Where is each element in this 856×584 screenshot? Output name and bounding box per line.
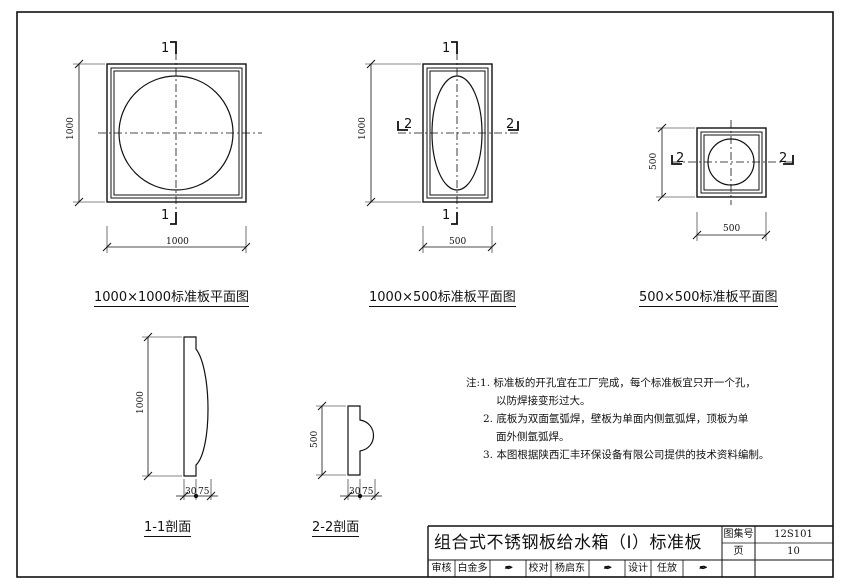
title-block-grid [427, 525, 833, 577]
plan-1000x1000-drawing [73, 41, 262, 253]
note-number: 2. [483, 413, 494, 425]
checker-signature: ✒︎ [602, 563, 612, 574]
section-mark-2-left: 2 [404, 117, 412, 132]
atlas-number: 12S101 [774, 529, 813, 540]
note-2-line-2: 面外侧氩弧焊。 [466, 428, 796, 446]
page-label: 页 [733, 546, 744, 557]
section-mark-1-bottom: 1 [161, 208, 169, 223]
note-text: 以防焊接变形过大。 [496, 395, 591, 407]
section-mark-1-bottom: 1 [442, 208, 450, 223]
note-text: 面外侧氩弧焊。 [496, 431, 570, 443]
dim-30: 30 [185, 487, 197, 497]
designer-name: 任放 [657, 563, 677, 574]
plan-1000x500-drawing [365, 41, 519, 253]
plan-caption-1000x500: 1000×500标准板平面图 [369, 286, 516, 307]
design-label: 设计 [628, 563, 648, 574]
section-caption-2-2: 2-2剖面 [312, 516, 360, 537]
section-mark-2-left: 2 [676, 151, 684, 166]
note-2-line-1: 2. 底板为双面氩弧焊，壁板为单面内侧氩弧焊，顶板为单 [466, 410, 796, 428]
note-1-line-1: 注:1. 标准板的开孔宜在工厂完成，每个标准板宜只开一个孔， [466, 374, 796, 392]
title-block: 组合式不锈钢板给水箱（Ⅰ）标准板 图集号 12S101 页 10 审核 白金多 … [428, 526, 832, 576]
section-mark-1-top: 1 [442, 41, 450, 56]
sheet-border [16, 11, 834, 578]
section-caption-1-1: 1-1剖面 [144, 516, 192, 537]
section-mark-2-right: 2 [506, 117, 514, 132]
section-mark-2-right: 2 [779, 151, 787, 166]
dim-height-1000: 1000 [358, 117, 368, 140]
dim-width-1000: 1000 [166, 237, 189, 247]
dim-75: 75 [362, 487, 374, 497]
plan-500x500-drawing [656, 120, 794, 241]
designer-signature: ✒︎ [698, 563, 707, 574]
page-number: 10 [787, 546, 800, 557]
drawing-title: 组合式不锈钢板给水箱（Ⅰ）标准板 [434, 533, 703, 553]
dim-height-1000: 1000 [136, 391, 146, 414]
plan-caption-500x500: 500×500标准板平面图 [639, 286, 778, 307]
dim-30: 30 [349, 487, 361, 497]
reviewer-name: 白金多 [457, 563, 488, 574]
note-text: 本图根据陕西汇丰环保设备有限公司提供的技术资料编制。 [496, 449, 770, 461]
review-label: 审核 [431, 563, 452, 574]
caption-text: 1000×1000标准板平面图 [94, 290, 250, 307]
notes-prefix: 注: [466, 377, 481, 389]
caption-text: 2-2剖面 [312, 520, 360, 537]
section-2-2-drawing [316, 401, 382, 501]
checker-name: 杨启东 [555, 563, 585, 574]
reviewer-signature: ✒︎ [503, 563, 513, 574]
note-1-line-2: 以防焊接变形过大。 [466, 392, 796, 410]
note-number: 1. [480, 377, 491, 389]
dim-height-500: 500 [310, 431, 320, 448]
plan-caption-1000x1000: 1000×1000标准板平面图 [94, 286, 250, 307]
dim-width-500: 500 [449, 237, 466, 247]
notes-block: 注:1. 标准板的开孔宜在工厂完成，每个标准板宜只开一个孔， 以防焊接变形过大。… [466, 374, 796, 464]
check-label: 校对 [528, 563, 549, 574]
note-text: 标准板的开孔宜在工厂完成，每个标准板宜只开一个孔， [493, 377, 756, 389]
note-3-line-1: 3. 本图根据陕西汇丰环保设备有限公司提供的技术资料编制。 [466, 446, 796, 464]
dim-75: 75 [198, 487, 210, 497]
dim-height-1000: 1000 [66, 117, 76, 140]
section-1-1-drawing [142, 332, 218, 501]
caption-text: 500×500标准板平面图 [639, 290, 778, 307]
note-number: 3. [483, 449, 494, 461]
caption-text: 1000×500标准板平面图 [369, 290, 516, 307]
section-mark-1-top: 1 [161, 41, 169, 56]
dim-width-500: 500 [723, 224, 740, 234]
note-text: 底板为双面氩弧焊，壁板为单面内侧氩弧焊，顶板为单 [496, 413, 749, 425]
atlas-label: 图集号 [723, 529, 754, 540]
dim-height-500: 500 [649, 153, 659, 170]
caption-text: 1-1剖面 [144, 520, 192, 537]
